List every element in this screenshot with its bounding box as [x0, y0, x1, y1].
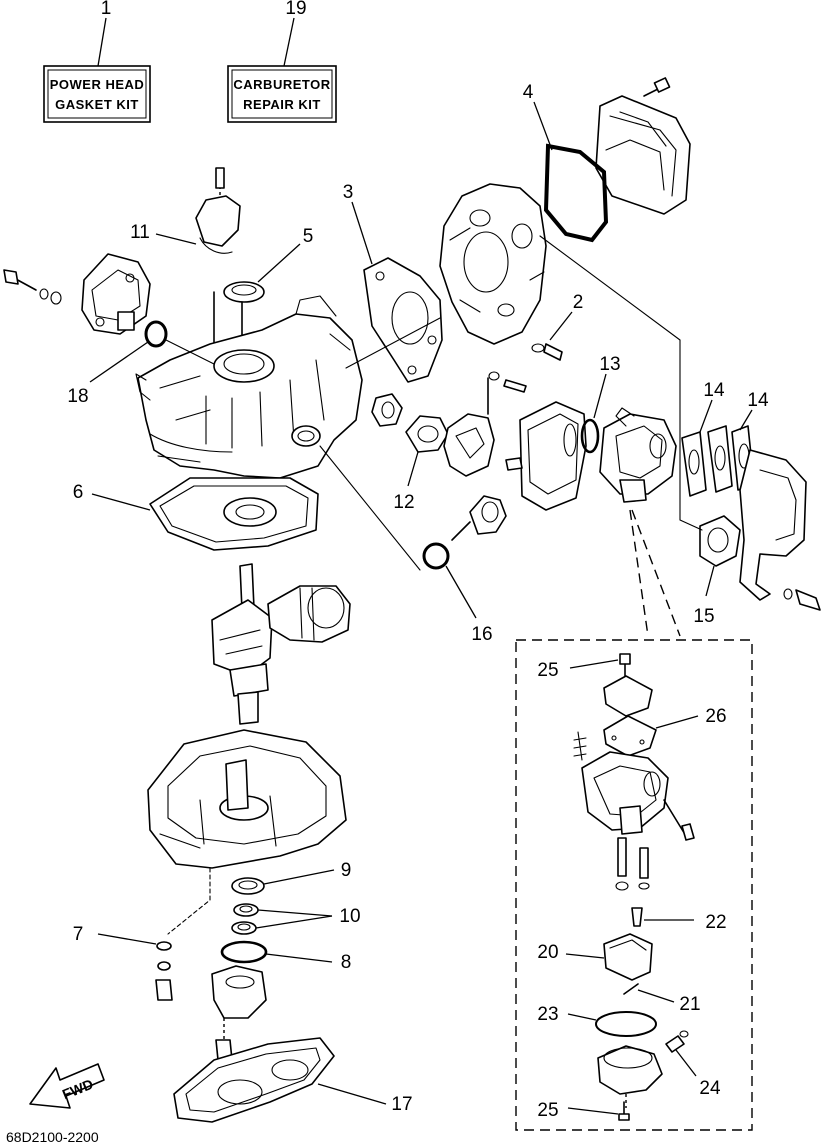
- carburetor-detail-box: [515, 509, 753, 1131]
- o-ring-16: 16: [422, 542, 493, 645]
- float-chamber-bowl: 24: [597, 1030, 721, 1108]
- exhaust-cover: [595, 77, 691, 215]
- o-ring-13: 13: [580, 354, 621, 454]
- gasket-23: 23: [537, 1004, 657, 1037]
- callout-15: 15: [693, 606, 714, 627]
- intake-silencer: [505, 401, 587, 511]
- fuel-pump: [3, 253, 151, 335]
- float-chamber-cover: [603, 675, 653, 717]
- gasket-4: 4: [523, 82, 609, 243]
- main-jet-needle: 22: [615, 837, 727, 933]
- callout-6: 6: [73, 482, 84, 503]
- callout-25a: 25: [537, 660, 558, 681]
- power-head-kit-line2: GASKET KIT: [55, 97, 139, 112]
- callout-13: 13: [599, 354, 620, 375]
- callout-3: 3: [343, 182, 354, 203]
- callout-23: 23: [537, 1004, 558, 1025]
- carburetor-kit-line2: REPAIR KIT: [243, 97, 321, 112]
- power-head-kit-line1: POWER HEAD: [50, 77, 145, 92]
- gasket-17: 17: [173, 1037, 413, 1123]
- gasket-14-pair: 14 14: [681, 380, 769, 497]
- gasket-12: 12: [393, 415, 449, 513]
- callout-14a: 14: [703, 380, 725, 401]
- callout-22: 22: [705, 912, 726, 933]
- gasket-6: 6: [73, 477, 319, 551]
- callout-5: 5: [303, 226, 314, 247]
- gasket-15: 15: [679, 339, 741, 627]
- callout-17: 17: [391, 1094, 412, 1115]
- screw-25-top: 25: [537, 653, 631, 681]
- callout-14b: 14: [747, 390, 769, 411]
- o-ring-18: 18: [67, 320, 168, 407]
- carburetor-repair-kit-box: 19 CARBURETOR REPAIR KIT: [227, 0, 337, 123]
- callout-10: 10: [339, 906, 360, 927]
- callout-26: 26: [705, 706, 726, 727]
- carburetor-upper: [599, 407, 677, 503]
- callout-7: 7: [73, 924, 84, 945]
- o-ring-8: 8: [220, 940, 352, 973]
- intake-manifold: [739, 449, 821, 611]
- gasket-3: 3: [343, 182, 443, 383]
- cylinder-block: [135, 295, 441, 571]
- callout-2: 2: [573, 292, 584, 313]
- callout-24: 24: [699, 1078, 721, 1099]
- gasket-26: 26: [603, 706, 727, 757]
- lower-housing: [211, 965, 267, 1061]
- screw-25-bottom: 25: [537, 1100, 630, 1121]
- fwd-arrow-icon: FWD: [29, 1063, 105, 1109]
- float-pin-21: 21: [623, 983, 701, 1015]
- callout-9: 9: [341, 860, 352, 881]
- callout-20: 20: [537, 942, 558, 963]
- exhaust-manifold-block: [439, 183, 681, 345]
- oil-seals-10: 10: [231, 903, 361, 935]
- power-head-gasket-kit-box: 1 POWER HEAD GASKET KIT: [43, 0, 151, 123]
- callout-11: 11: [130, 222, 150, 243]
- bolt-2: 2: [531, 292, 584, 361]
- drain-plug: [451, 495, 507, 541]
- carburetor-kit-line1: CARBURETOR: [233, 77, 330, 92]
- washer-7: 7: [73, 924, 173, 1001]
- callout-19: 19: [285, 0, 306, 19]
- fitting-near-12: [371, 393, 403, 427]
- callout-1: 1: [101, 0, 112, 19]
- pump-housing: [443, 371, 527, 477]
- callout-12: 12: [393, 492, 414, 513]
- callout-16: 16: [471, 624, 492, 645]
- figure-code: 68D2100-2200: [6, 1129, 99, 1145]
- thermostat-cover: 11: [130, 167, 241, 254]
- callout-4: 4: [523, 82, 534, 103]
- callout-25b: 25: [537, 1100, 558, 1121]
- lower-crankcase: [147, 729, 347, 935]
- callout-18: 18: [67, 386, 88, 407]
- carburetor-detail-body: [573, 731, 695, 841]
- callout-8: 8: [341, 952, 352, 973]
- callout-21: 21: [679, 994, 700, 1015]
- crankshaft-piston: [211, 563, 351, 725]
- float-20: 20: [537, 933, 653, 981]
- oil-seal-9: 9: [231, 860, 352, 895]
